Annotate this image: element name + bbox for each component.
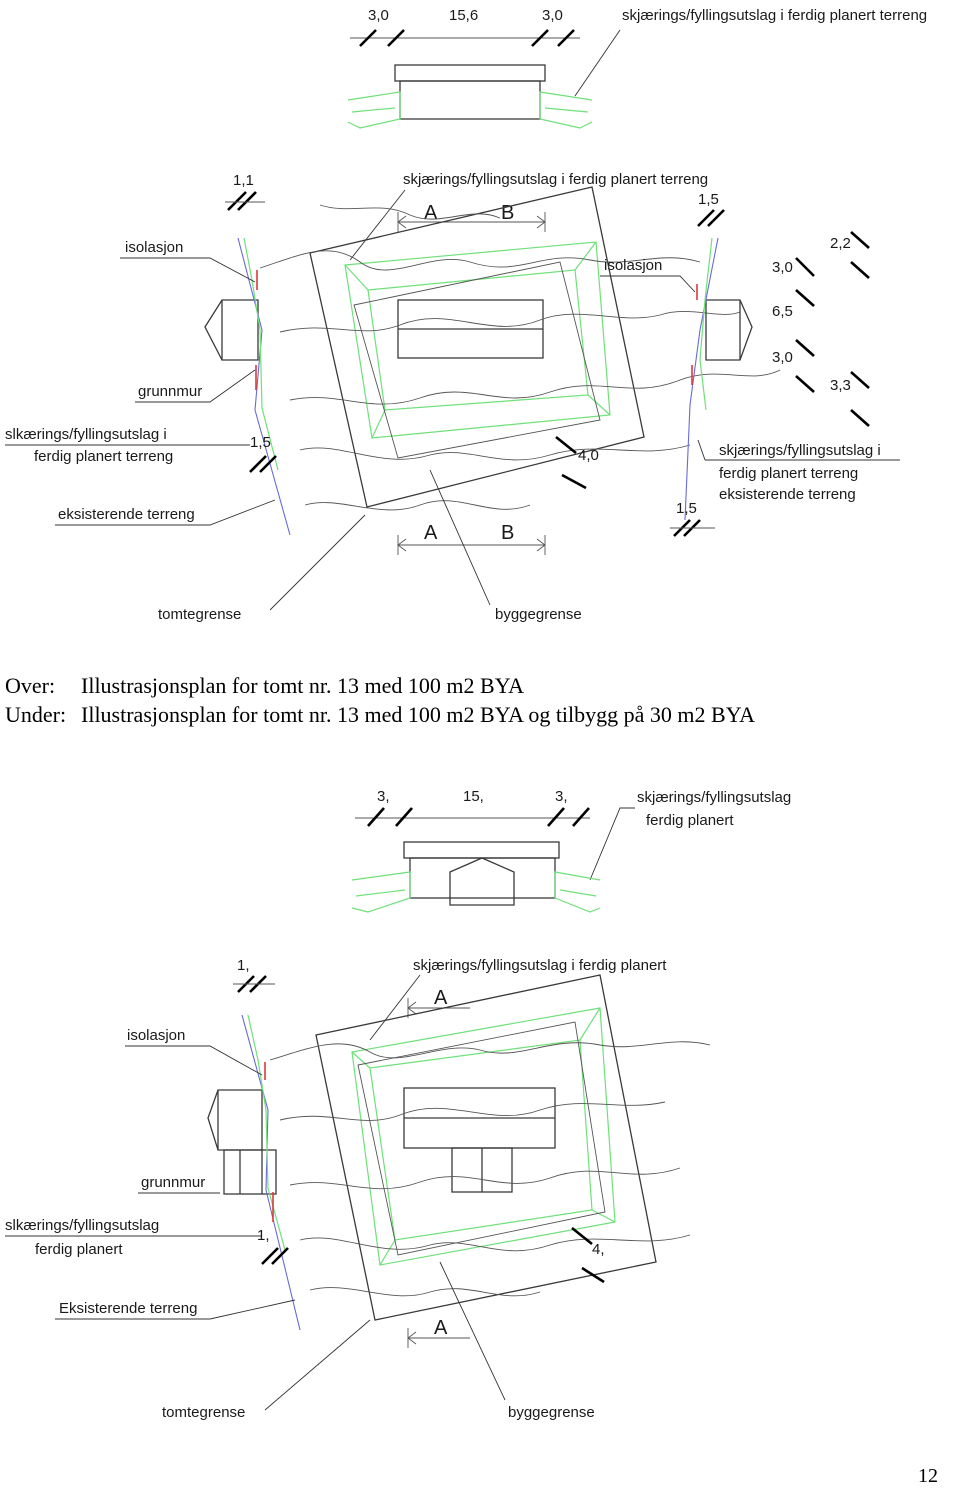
dim-label: 4,: [592, 1241, 605, 1258]
cut-fill-note: ferdig planert: [646, 812, 734, 829]
existing-terrain-label: eksisterende terreng: [58, 506, 195, 523]
cut-fill-label: skjærings/fyllingsutslag i: [719, 442, 881, 459]
caption-under-text: Illustrasjonsplan for tomt nr. 13 med 10…: [81, 702, 756, 727]
cut-fill-note: skjærings/fyllingsutslag i ferdig planer…: [403, 171, 708, 188]
dim-label: 3,0: [772, 259, 793, 276]
dim-label: 3,0: [772, 349, 793, 366]
grunnmur-label: grunnmur: [141, 1174, 205, 1191]
bottom-section-elevation: 3, 15, 3, skjærings/fyllingsutslag ferdi…: [351, 788, 791, 913]
cut-fill-label: ferdig planert terreng: [719, 465, 858, 482]
dim-label: 1,5: [250, 434, 271, 451]
page-number: 12: [918, 1465, 938, 1487]
dim-label: 3,: [377, 788, 390, 805]
isolasjon-label: isolasjon: [604, 257, 662, 274]
caption-over-key: Over:: [5, 673, 56, 698]
byggegrense-label: byggegrense: [508, 1404, 595, 1421]
dim-label: 6,5: [772, 303, 793, 320]
dim-label: 1,: [237, 957, 250, 974]
section-marker-a: A: [424, 522, 438, 544]
existing-terrain-label: Eksisterende terreng: [59, 1300, 197, 1317]
bottom-site-plan: 1, skjærings/fyllingsutslag i ferdig pla…: [5, 957, 711, 1421]
dim-label: 3,: [555, 788, 568, 805]
section-marker-b: B: [501, 522, 514, 544]
isolasjon-label: isolasjon: [127, 1027, 185, 1044]
existing-terrain-label: eksisterende terreng: [719, 486, 856, 503]
top-site-plan: 1,1 skjærings/fyllingsutslag i ferdig pl…: [5, 171, 900, 623]
section-marker-a: A: [434, 987, 448, 1009]
caption-over-text: Illustrasjonsplan for tomt nr. 13 med 10…: [81, 673, 525, 698]
dim-label: 15,6: [449, 7, 478, 24]
dim-label: 4,0: [578, 447, 599, 464]
byggegrense-label: byggegrense: [495, 606, 582, 623]
dim-label: 1,: [257, 1227, 270, 1244]
dim-label: 1,5: [676, 500, 697, 517]
caption-under-key: Under:: [5, 702, 67, 727]
caption-under: Under: Illustrasjonsplan for tomt nr. 13 …: [5, 702, 755, 728]
top-section-elevation: 3,0 15,6 3,0 skjærings/fyllingsutslag i …: [347, 7, 927, 129]
dim-label: 1,1: [233, 172, 254, 189]
dim-label: 1,5: [698, 191, 719, 208]
isolasjon-label: isolasjon: [125, 239, 183, 256]
dim-label: 3,0: [542, 7, 563, 24]
section-marker-a: A: [434, 1317, 448, 1339]
dim-label: 3,0: [368, 7, 389, 24]
dim-label: 3,3: [830, 377, 851, 394]
cut-fill-label: ferdig planert: [35, 1241, 123, 1258]
dim-label: 2,2: [830, 235, 851, 252]
section-marker-a: A: [424, 202, 438, 224]
cut-fill-note: skjærings/fyllingsutslag: [637, 789, 791, 806]
dim-label: 15,: [463, 788, 484, 805]
cut-fill-note: skjærings/fyllingsutslag i ferdig planer…: [622, 7, 927, 24]
cut-fill-note: skjærings/fyllingsutslag i ferdig planer…: [413, 957, 667, 974]
cut-fill-label: ferdig planert terreng: [34, 448, 173, 465]
cut-fill-label: slkærings/fyllingsutslag: [5, 1217, 159, 1234]
caption-over: Over: Illustrasjonsplan for tomt nr. 13 m…: [5, 673, 524, 699]
grunnmur-label: grunnmur: [138, 383, 202, 400]
tomtegrense-label: tomtegrense: [158, 606, 241, 623]
cut-fill-label: slkærings/fyllingsutslag i: [5, 426, 167, 443]
tomtegrense-label: tomtegrense: [162, 1404, 245, 1421]
